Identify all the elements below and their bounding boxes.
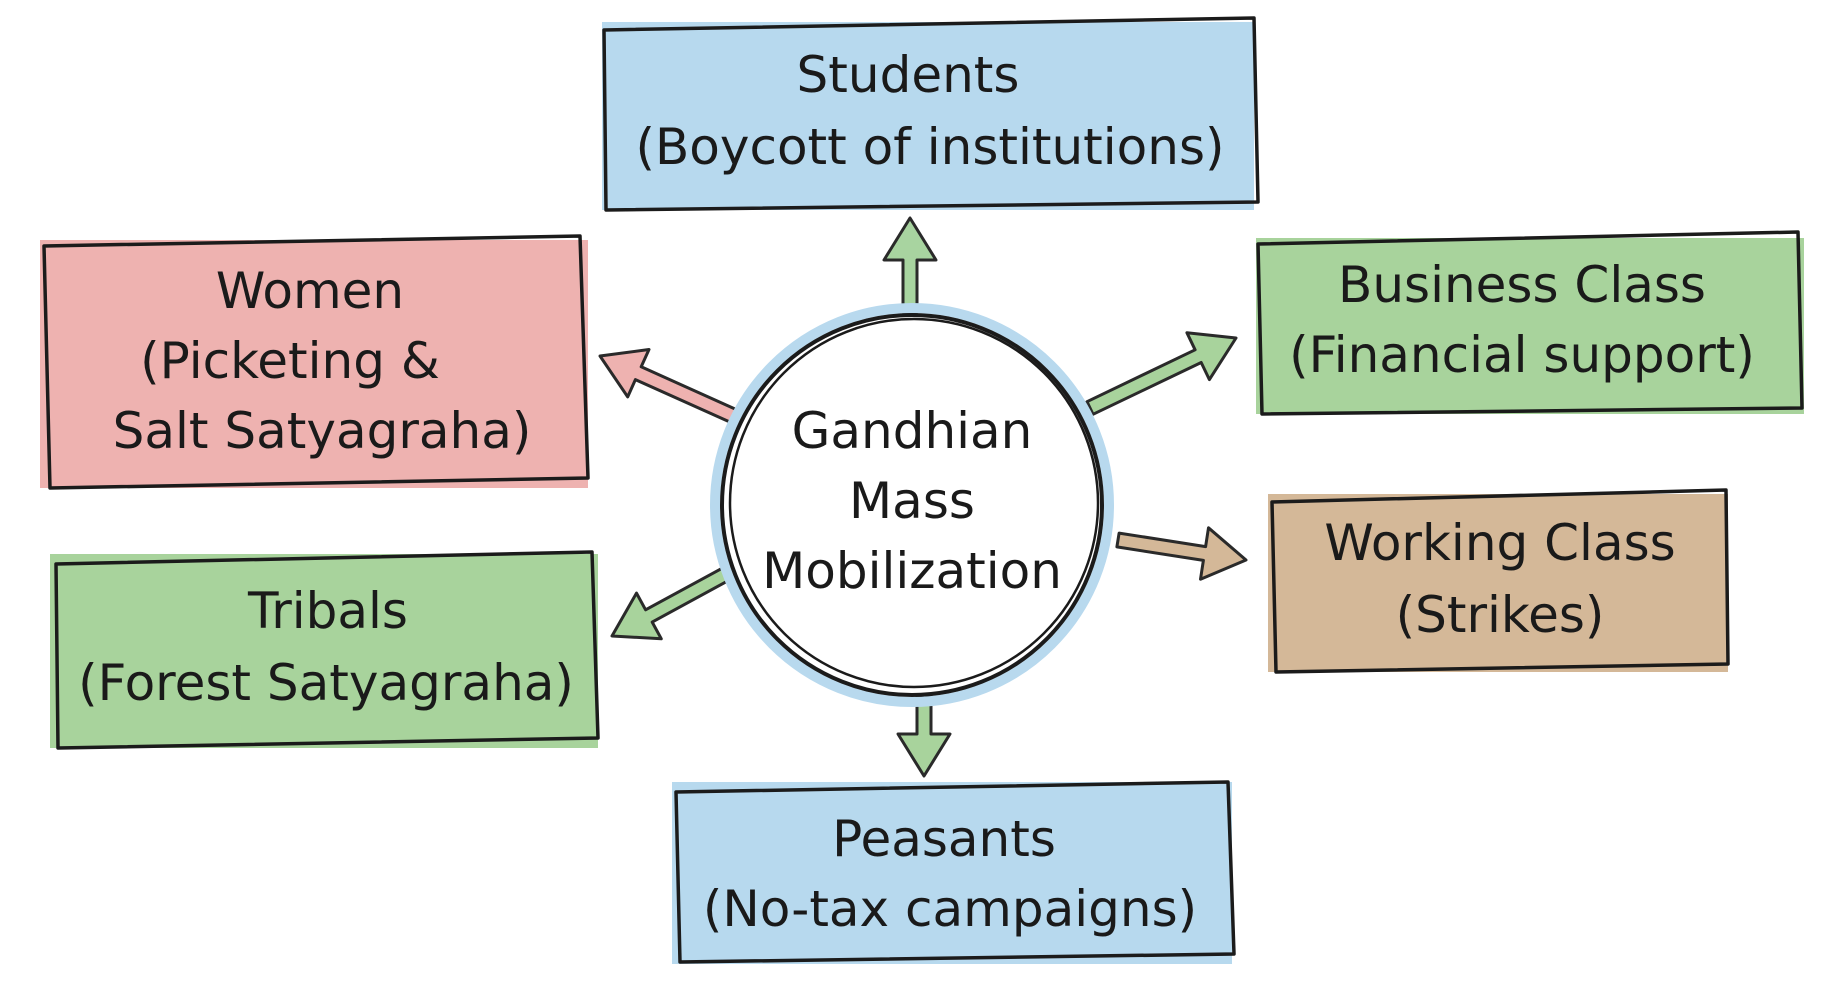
node-business-line-1: Business Class (1338, 256, 1706, 314)
node-women-line-1: Women (216, 262, 404, 320)
arrow-to-tribals (610, 566, 731, 641)
node-working-border (1270, 488, 1730, 674)
node-working-line-1: Working Class (1324, 514, 1675, 572)
node-students-border (602, 16, 1260, 212)
arrow-to-peasants (896, 694, 952, 778)
node-women-line-3: Salt Satyagraha) (113, 402, 532, 460)
node-students-line-1: Students (797, 46, 1020, 104)
node-tribals: Tribals (Forest Satyagraha) (50, 550, 600, 750)
arrow-to-women (598, 348, 743, 426)
node-peasants-line-1: Peasants (832, 810, 1056, 868)
node-business-fill (1256, 238, 1804, 414)
node-working-fill (1268, 494, 1728, 672)
arrow-to-students (882, 216, 938, 314)
center-circle-sketch (728, 317, 1100, 689)
arrow-to-business (1085, 331, 1238, 416)
node-women-border (42, 234, 590, 490)
node-business-line-2: (Financial support) (1289, 326, 1755, 384)
node-tribals-line-2: (Forest Satyagraha) (78, 654, 574, 712)
node-tribals-border (54, 550, 600, 750)
node-students: Students (Boycott of institutions) (602, 16, 1260, 212)
center-node: Gandhian Mass Mobilization (710, 303, 1114, 707)
node-tribals-line-1: Tribals (247, 582, 408, 640)
node-tribals-fill (50, 554, 598, 748)
node-peasants-line-2: (No-tax campaigns) (703, 880, 1197, 938)
node-business: Business Class (Financial support) (1256, 230, 1804, 416)
node-students-fill (602, 22, 1254, 210)
node-working-line-2: (Strikes) (1396, 586, 1605, 644)
node-students-line-2: (Boycott of institutions) (635, 118, 1224, 176)
center-circle (720, 313, 1104, 697)
arrow-to-working (1115, 526, 1248, 581)
node-business-border (1256, 230, 1804, 416)
arrows-layer (598, 216, 1248, 778)
node-women: Women (Picketing & Salt Satyagraha) (40, 234, 590, 490)
node-working: Working Class (Strikes) (1268, 488, 1730, 674)
node-women-line-2: (Picketing & (140, 332, 440, 390)
node-women-fill (40, 240, 588, 488)
node-peasants-border (674, 780, 1236, 964)
node-peasants: Peasants (No-tax campaigns) (672, 780, 1236, 964)
center-halo (710, 303, 1114, 707)
node-peasants-fill (672, 782, 1232, 964)
center-title-line-2: Mass (849, 472, 975, 530)
center-title-line-3: Mobilization (762, 542, 1062, 600)
center-title-line-1: Gandhian (792, 402, 1033, 460)
